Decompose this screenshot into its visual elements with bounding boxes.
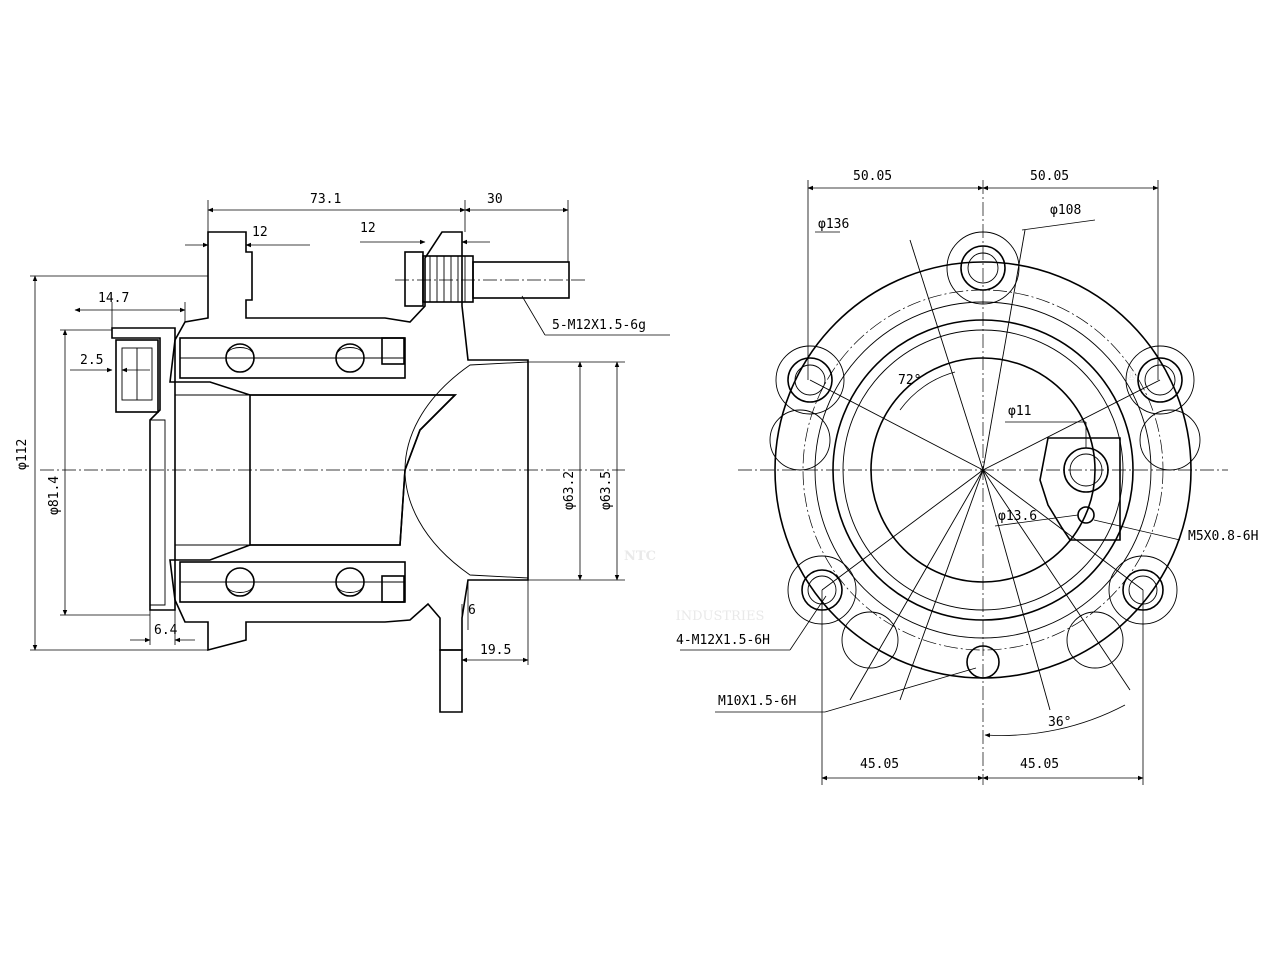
side-dimensions: 73.1 30 12 12 14.7 2.5 φ112 bbox=[15, 192, 670, 665]
dim-45-05-right: 45.05 bbox=[1020, 757, 1059, 772]
watermark: NTC INDUSTRIES ® bbox=[624, 369, 1138, 624]
watermark-brand: NTC bbox=[624, 549, 656, 564]
dim-phi-112: φ112 bbox=[15, 439, 30, 470]
front-dimensions: 50.05 50.05 45.05 45.05 φ136 φ108 72° 36… bbox=[676, 169, 1258, 785]
dim-14-7: 14.7 bbox=[98, 291, 129, 306]
side-section-view: 73.1 30 12 12 14.7 2.5 φ112 bbox=[15, 192, 670, 713]
flange-lower-tab bbox=[439, 649, 463, 713]
pilot-ring-outer bbox=[832, 319, 1134, 621]
dim-50-05-left: 50.05 bbox=[853, 169, 892, 184]
callout-mount-thread: 4-M12X1.5-6H bbox=[676, 633, 770, 648]
dim-19-5: 19.5 bbox=[480, 643, 511, 658]
dim-6-4: 6.4 bbox=[154, 623, 178, 638]
bore-throat bbox=[404, 361, 529, 579]
dim-45-05-left: 45.05 bbox=[860, 757, 899, 772]
dim-12-left: 12 bbox=[252, 225, 268, 240]
dim-50-05-right: 50.05 bbox=[1030, 169, 1069, 184]
seal-top bbox=[381, 337, 405, 365]
ball-4 bbox=[335, 567, 365, 597]
flange-inner-ring bbox=[814, 301, 1152, 639]
bolt-hole-ur bbox=[1137, 357, 1183, 403]
cap-wall bbox=[149, 419, 166, 606]
seal-bottom bbox=[381, 575, 405, 603]
sensor-body bbox=[115, 339, 159, 413]
dim-73-1: 73.1 bbox=[310, 192, 341, 207]
flange-upper bbox=[169, 231, 529, 652]
front-view: 50.05 50.05 45.05 45.05 φ136 φ108 72° 36… bbox=[676, 169, 1258, 785]
callout-stud-thread: 5-M12X1.5-6g bbox=[552, 318, 646, 333]
callout-sensor-thread: M5X0.8-6H bbox=[1188, 529, 1258, 544]
dim-phi-11: φ11 bbox=[1008, 404, 1031, 419]
dim-angle-72: 72° bbox=[898, 373, 921, 388]
dim-phi-108: φ108 bbox=[1050, 203, 1081, 218]
callout-aux-thread: M10X1.5-6H bbox=[718, 694, 796, 709]
dim-30: 30 bbox=[487, 192, 503, 207]
dim-phi-81-4: φ81.4 bbox=[47, 476, 62, 515]
bolt-hole-ul bbox=[787, 357, 833, 403]
ball-3 bbox=[225, 567, 255, 597]
dim-6: 6 bbox=[468, 603, 476, 618]
dim-phi-13-6: φ13.6 bbox=[998, 509, 1037, 524]
pilot-ring-mid bbox=[842, 329, 1124, 611]
dim-12-right: 12 bbox=[360, 221, 376, 236]
wheel-stud bbox=[395, 251, 585, 307]
bolt-hole-top bbox=[960, 245, 1006, 291]
watermark-registered: ® bbox=[1125, 369, 1138, 384]
dim-phi-63-5: φ63.5 bbox=[599, 471, 614, 510]
watermark-subtitle: INDUSTRIES bbox=[676, 609, 765, 624]
ball-1 bbox=[225, 343, 255, 373]
dim-angle-36: 36° bbox=[1048, 715, 1071, 730]
radial-lines bbox=[809, 229, 1161, 711]
dim-2-5: 2.5 bbox=[80, 353, 103, 368]
bolt-bosses bbox=[769, 231, 1201, 669]
bore bbox=[870, 357, 1096, 583]
bolt-holes bbox=[787, 245, 1183, 679]
dim-phi-136: φ136 bbox=[818, 217, 849, 232]
bolt-hole-bottom bbox=[966, 645, 1000, 679]
ball-2 bbox=[335, 343, 365, 373]
dim-phi-63-2: φ63.2 bbox=[562, 471, 577, 510]
sensor-boss bbox=[1039, 437, 1121, 541]
